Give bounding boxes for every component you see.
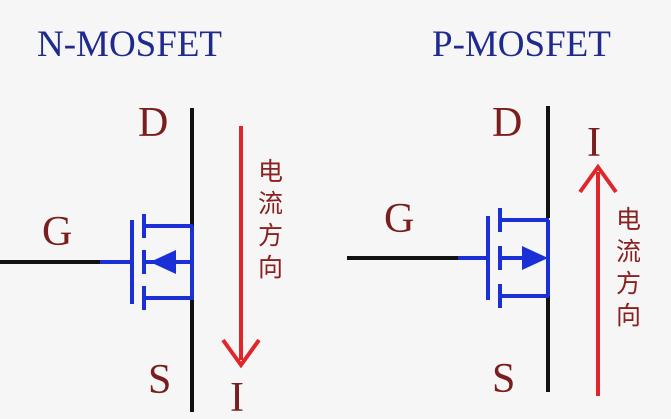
- nmos-body-arrow-icon: [150, 250, 176, 274]
- nmos-drain-label: D: [138, 100, 168, 146]
- nmos-group: N-MOSFET D G S I 电 流: [0, 24, 283, 419]
- nmos-direction-char: 向: [258, 253, 283, 282]
- pmos-drain-label: D: [492, 100, 522, 146]
- pmos-direction-text: 电 流 方 向: [616, 205, 641, 330]
- pmos-direction-char: 方: [616, 269, 641, 298]
- pmos-gate-label: G: [384, 196, 414, 242]
- nmos-title: N-MOSFET: [37, 24, 222, 65]
- nmos-source-label: S: [148, 357, 171, 403]
- pmos-group: P-MOSFET D G S I 电 流: [347, 24, 641, 402]
- pmos-body-arrow-icon: [522, 246, 548, 270]
- nmos-direction-char: 电: [258, 157, 283, 186]
- pmos-direction-char: 向: [616, 301, 641, 330]
- pmos-direction-char: 电: [616, 205, 641, 234]
- nmos-current-label: I: [230, 375, 244, 419]
- nmos-direction-char: 方: [258, 221, 283, 250]
- pmos-direction-char: 流: [616, 237, 641, 266]
- nmos-direction-text: 电 流 方 向: [258, 157, 283, 282]
- pmos-current-label: I: [587, 120, 601, 166]
- nmos-gate-label: G: [42, 209, 72, 255]
- nmos-direction-char: 流: [258, 189, 283, 218]
- pmos-title: P-MOSFET: [432, 24, 611, 65]
- pmos-current-arrow-icon: [578, 163, 618, 396]
- nmos-current-arrow-icon: [221, 126, 261, 369]
- nmos-symbol: [100, 214, 194, 310]
- pmos-source-label: S: [492, 356, 515, 402]
- pmos-symbol: [458, 208, 550, 308]
